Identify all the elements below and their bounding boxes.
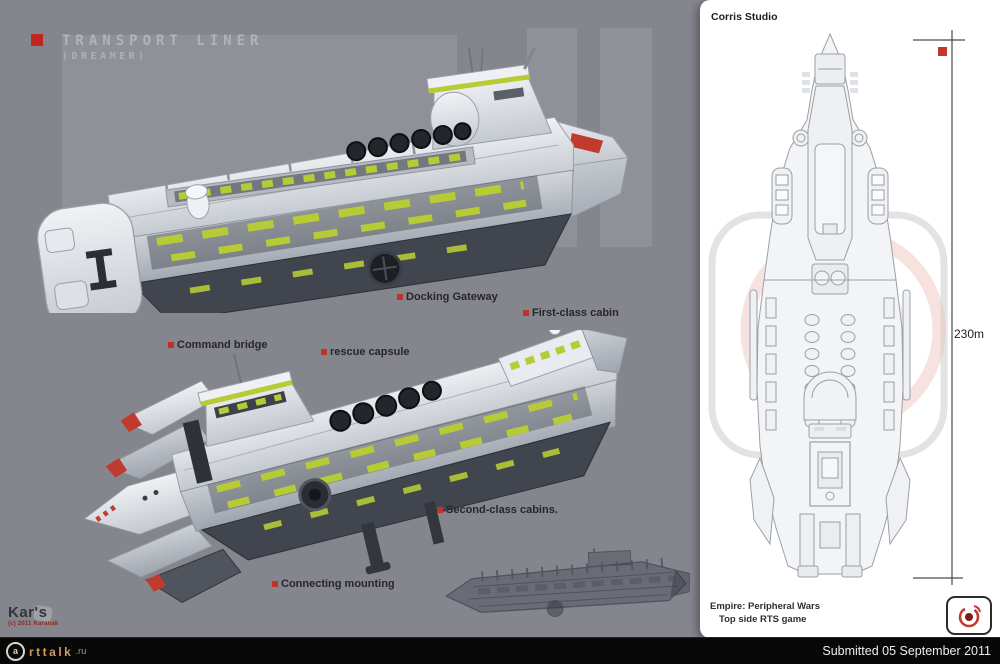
game-title: Empire: Peripheral Wars <box>710 601 820 612</box>
top-view-hull <box>756 32 904 575</box>
dimension-line <box>913 30 965 585</box>
view-description: Top side RTS game <box>719 614 807 625</box>
callout-text: Command bridge <box>177 339 268 351</box>
arttalk-site-tld: .ru <box>75 646 87 657</box>
top-ship-thruster-wheel <box>367 250 403 286</box>
callout-text: First-class cabin <box>532 307 619 319</box>
callout-first-class-cabin: First-class cabin <box>523 307 619 319</box>
top-view-spine <box>807 85 853 295</box>
bottom-ship-engine-ports <box>329 380 442 432</box>
submitted-date: Submitted 05 September 2011 <box>822 644 991 658</box>
radar-dome <box>548 330 562 336</box>
dimension-marker-icon <box>938 47 947 56</box>
top-ship-engine-ports <box>346 122 472 162</box>
ship-top-view-drawing <box>749 32 911 578</box>
ship-perspective-top <box>36 48 629 313</box>
bottom-ship-bridge <box>182 353 315 484</box>
callout-connecting-mounting: Connecting mounting <box>272 578 395 590</box>
arttalk-logo: a rttalk .ru <box>6 638 86 664</box>
top-ship-stern <box>36 202 143 313</box>
page-title: TRANSPORT LINER <box>62 33 264 49</box>
ship-perspective-bottom <box>83 330 628 603</box>
page-subtitle: (DREAMER) <box>62 51 148 62</box>
callout-command-bridge: Command bridge <box>168 339 267 351</box>
studio-name: Corris Studio <box>711 11 778 23</box>
callout-docking-gateway: Docking Gateway <box>397 291 498 303</box>
arttalk-a-circle-icon: a <box>6 642 25 661</box>
callout-text: Docking Gateway <box>406 291 498 303</box>
ship-side-schematic <box>445 548 690 617</box>
stern-numeral <box>85 248 117 291</box>
artist-copyright: (c) 2011 Karanak <box>8 621 59 627</box>
bottom-ship-mounting-pylons <box>361 501 445 575</box>
bottom-ship-stern-cabin <box>497 330 628 387</box>
callout-second-class-cabins: Second-class cabins. <box>437 504 558 516</box>
top-view-stern <box>749 423 911 578</box>
side-panel: Corris Studio <box>700 0 1000 638</box>
red-marker-icon <box>397 294 403 300</box>
top-ship-walkway <box>163 132 476 208</box>
title-block: TRANSPORT LINER (DREAMER) <box>62 33 263 62</box>
red-marker-icon <box>523 310 529 316</box>
artist-signature: Kar's (c) 2011 Karanak <box>8 604 78 627</box>
artist-name: Kar's <box>8 604 48 621</box>
bottom-ship-hull <box>171 338 618 561</box>
dimension-label: 230m <box>954 327 985 341</box>
top-ship-hull <box>107 116 574 313</box>
callout-text: Connecting mounting <box>281 578 395 590</box>
bottom-ship-fins <box>104 380 242 603</box>
red-marker-icon <box>272 581 278 587</box>
callout-text: Second-class cabins. <box>446 504 558 516</box>
studio-logo <box>946 596 992 635</box>
panel-footer: Empire: Peripheral Wars Top side RTS gam… <box>710 600 820 626</box>
red-marker-icon <box>168 342 174 348</box>
callout-rescue-capsule: rescue capsule <box>321 346 410 358</box>
red-square-icon <box>31 34 43 46</box>
bottom-ship-rescue-pod <box>298 478 332 512</box>
red-marker-icon <box>437 507 443 513</box>
red-marker-icon <box>321 349 327 355</box>
bottom-bar: a rttalk .ru Submitted 05 September 2011 <box>0 637 1000 664</box>
studio-logo-swirl-icon <box>958 604 981 627</box>
top-ship-dome-turret <box>184 184 210 220</box>
arttalk-site-name: rttalk <box>29 644 74 659</box>
callout-text: rescue capsule <box>330 346 410 358</box>
